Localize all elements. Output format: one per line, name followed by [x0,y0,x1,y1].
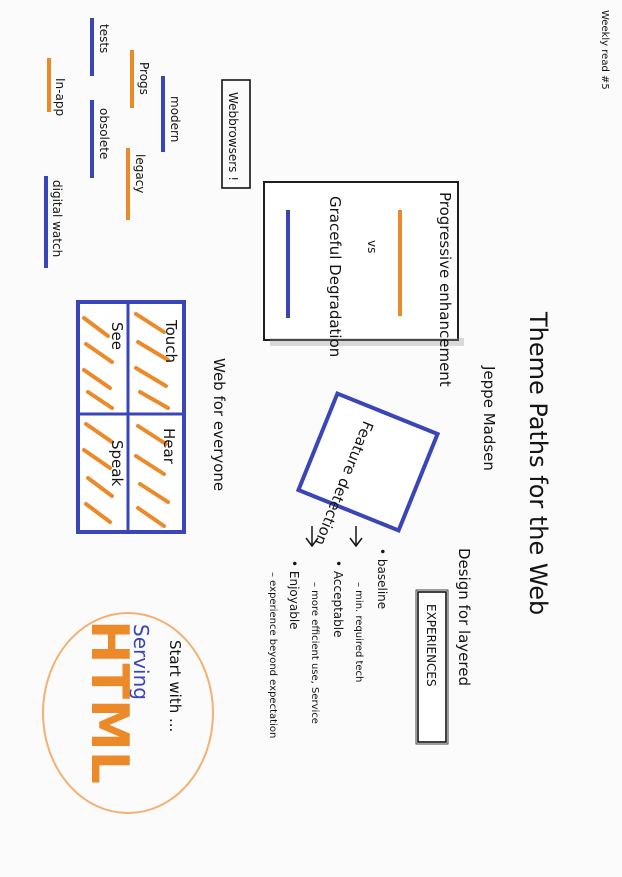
webbrowsers-box [221,79,251,189]
browser-legacy: legacy [133,154,147,193]
enjoyable-sub: – experience beyond expectation [267,572,278,738]
experiences-box-outline [415,589,449,745]
browser-tests: tests [97,24,111,53]
acceptable-label: • Acceptable [331,560,345,637]
grid-cell-see: See [108,322,126,350]
arrow-down-icon [349,526,363,548]
progressive-enhancement: Progressive enhancement [436,192,454,387]
grid-cell-speak: Speak [108,440,126,486]
senses-grid [76,300,186,534]
hatching [82,312,170,528]
progressive-vs-graceful-box [263,181,459,341]
browser-digital-watch: digital watch [50,180,64,257]
browser-in-app: In-app [53,78,67,116]
browser-modern: modern [168,96,182,142]
grid-cell-touch: Touch [162,319,180,363]
acceptable-sub: – more efficient use, Service [309,582,320,724]
enjoyable-label: • Enjoyable [287,560,301,630]
box-shadow [270,338,464,346]
webbrowsers-label: Webbrowsers ! [226,92,240,181]
web-for-everyone-label: Web for everyone [210,358,228,491]
browser-obsolete: obsolete [97,108,111,159]
experiences-label: EXPERIENCES [424,604,438,687]
vs-label: vs [365,240,379,253]
baseline-sub: – min. required tech [353,582,364,682]
title: Theme Paths for the Web [524,311,552,615]
arrow-down-icon [305,526,319,548]
feature-detection-box [295,390,441,534]
serving-html-oval [42,612,214,814]
author: Jeppe Madsen [480,365,498,471]
browser-progs: Progs [137,62,151,95]
graceful-degradation: Graceful Degradation [326,196,344,357]
baseline-label: • baseline [375,548,389,609]
experiences-box [417,591,447,743]
html-label: HTML [79,620,139,784]
start-with-label: Start with ... [166,640,184,732]
header-note: Weekly read #5 [599,10,610,90]
grid-cell-hear: Hear [160,428,178,465]
serving-label: Serving [129,624,153,700]
design-for-label: Design for layered [455,548,473,686]
